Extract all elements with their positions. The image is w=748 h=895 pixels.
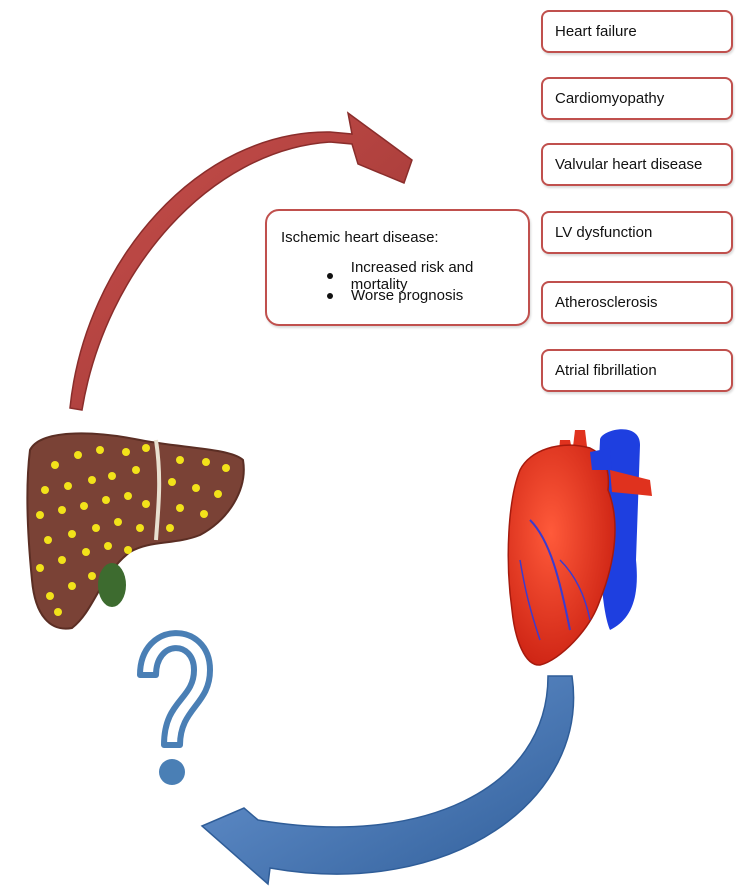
condition-box-valvular: Valvular heart disease: [541, 143, 733, 186]
bullet-text: Increased risk and mortality: [350, 259, 474, 293]
bullet-dot: [327, 273, 333, 279]
red-curved-arrow: [69, 111, 413, 411]
bullet-text: Worse prognosis: [351, 287, 464, 304]
condition-label: Heart failure: [555, 23, 637, 40]
ischemic-title: Ischemic heart disease:: [281, 229, 439, 246]
bullet-item: Worse prognosis: [327, 287, 463, 304]
heart-icon: [507, 429, 652, 666]
bullet-dot: [327, 292, 333, 299]
condition-box-cardiomyopathy: Cardiomyopathy: [541, 77, 733, 120]
condition-box-lv-dysfunction: LV dysfunction: [541, 211, 733, 254]
condition-label: Valvular heart disease: [555, 156, 703, 173]
blue-curved-arrow: [200, 675, 575, 886]
condition-label: LV dysfunction: [555, 224, 653, 241]
question-mark-icon: [137, 630, 213, 785]
ischemic-heart-disease-box: Ischemic heart disease: Increased risk a…: [265, 209, 530, 326]
condition-box-heart-failure: Heart failure: [541, 10, 733, 53]
liver-icon: [26, 432, 245, 630]
condition-box-atherosclerosis: Atherosclerosis: [541, 281, 733, 324]
bullet-item: Increased risk and mortality: [327, 259, 528, 293]
condition-box-atrial-fibrillation: Atrial fibrillation: [541, 349, 733, 392]
condition-label: Atrial fibrillation: [555, 362, 657, 379]
condition-label: Atherosclerosis: [555, 294, 658, 311]
condition-label: Cardiomyopathy: [555, 90, 665, 107]
